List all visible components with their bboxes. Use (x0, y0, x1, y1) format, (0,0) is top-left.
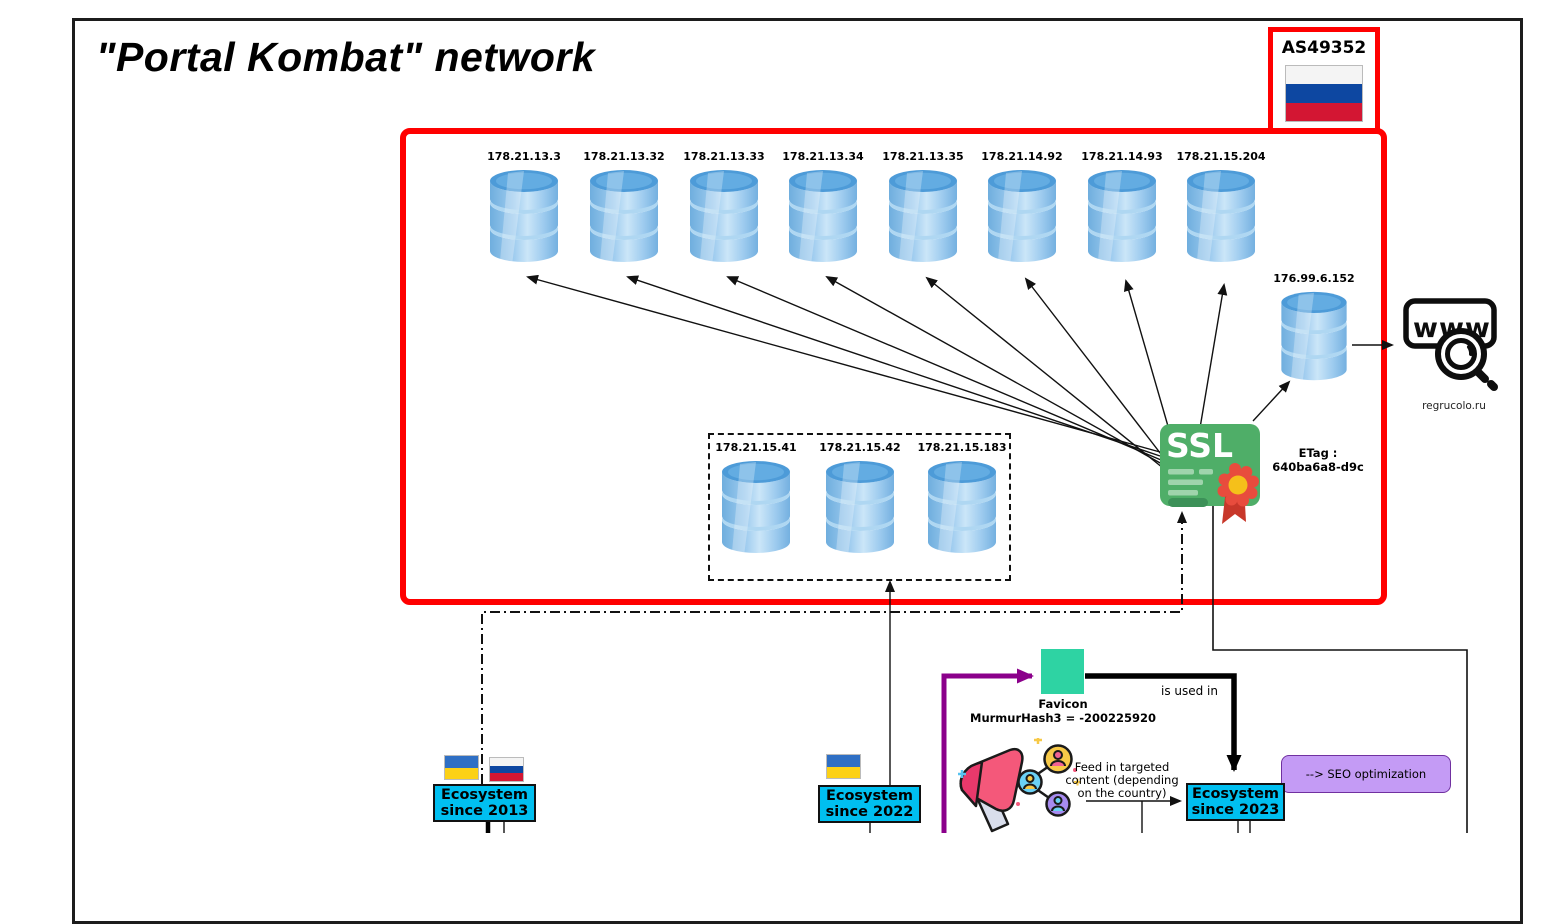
ssl-certificate-icon: SSL (1158, 422, 1270, 536)
favicon-annotation: Favicon MurmurHash3 = -200225920 (943, 697, 1183, 725)
database-icon (718, 458, 794, 558)
database-icon (822, 458, 898, 558)
database-icon (1084, 167, 1160, 267)
ip-label: 178.21.13.35 (882, 150, 964, 163)
favicon-icon (1041, 649, 1084, 694)
ecosystem-label: Ecosystem (440, 787, 529, 803)
database-icon (586, 167, 662, 267)
database-node: 178.21.15.42 (810, 441, 910, 558)
seo-optimization-box: --> SEO optimization (1281, 755, 1451, 793)
ecosystem-2023-box: Ecosystem since 2023 (1186, 783, 1285, 821)
favicon-name: Favicon (1038, 697, 1088, 711)
database-node: 178.21.14.93 (1072, 150, 1172, 267)
etag-value: 640ba6a8-d9c (1272, 460, 1364, 474)
ecosystem-label: Ecosystem (1191, 786, 1280, 802)
database-icon (1277, 289, 1351, 385)
database-node: 178.21.13.32 (574, 150, 674, 267)
ip-label: 178.21.14.93 (1081, 150, 1163, 163)
ip-label: 178.21.13.34 (782, 150, 864, 163)
database-icon (686, 167, 762, 267)
ssl-text: SSL (1166, 426, 1233, 465)
database-node: 178.21.14.92 (972, 150, 1072, 267)
ip-label: 178.21.14.92 (981, 150, 1063, 163)
ip-label: 178.21.13.3 (487, 150, 561, 163)
feed-line: on the country) (1077, 786, 1167, 800)
feed-line: Feed in targeted (1074, 760, 1170, 774)
database-node-gateway: 176.99.6.152 (1264, 272, 1364, 385)
database-icon (984, 167, 1060, 267)
database-node: 178.21.15.183 (912, 441, 1012, 558)
database-icon (885, 167, 961, 267)
edge-label-is-used-in: is used in (1160, 684, 1218, 698)
etag-annotation: ETag : 640ba6a8-d9c (1260, 446, 1376, 474)
ip-label: 178.21.15.42 (819, 441, 901, 454)
ecosystem-label: since 2023 (1191, 802, 1280, 818)
seo-label: --> SEO optimization (1305, 767, 1427, 781)
ip-label: 178.21.13.33 (683, 150, 765, 163)
ecosystem-label: Ecosystem (825, 788, 914, 804)
russia-flag-icon (489, 757, 524, 782)
database-node: 178.21.13.34 (773, 150, 873, 267)
ecosystem-label: since 2013 (440, 803, 529, 819)
edge-label-feed-content: Feed in targeted content (depending on t… (1058, 761, 1186, 800)
database-node: 178.21.15.204 (1171, 150, 1271, 267)
ip-label: 178.21.15.204 (1176, 150, 1266, 163)
database-icon (785, 167, 861, 267)
diagram-title: "Portal Kombat" network (96, 34, 596, 80)
ecosystem-2022-box: Ecosystem since 2022 (818, 785, 921, 823)
as-number-box: AS49352 (1268, 27, 1380, 133)
ecosystem-label: since 2022 (825, 804, 914, 820)
ukraine-flag-icon (444, 755, 479, 780)
russia-flag-icon (1285, 65, 1363, 122)
database-icon (924, 458, 1000, 558)
ip-label: 178.21.15.183 (917, 441, 1007, 454)
database-node: 178.21.13.33 (674, 150, 774, 267)
database-node: 178.21.15.41 (706, 441, 806, 558)
ip-label: 176.99.6.152 (1273, 272, 1355, 285)
as-number-label: AS49352 (1281, 38, 1367, 58)
feed-line: content (depending (1065, 773, 1179, 787)
database-node: 178.21.13.35 (873, 150, 973, 267)
ip-label: 178.21.13.32 (583, 150, 665, 163)
database-icon (1183, 167, 1259, 267)
etag-label: ETag : (1298, 446, 1338, 460)
ukraine-flag-icon (826, 754, 861, 779)
website-node: www regrucolo.ru (1398, 292, 1510, 412)
ip-label: 178.21.15.41 (715, 441, 797, 454)
database-icon (486, 167, 562, 267)
database-node: 178.21.13.3 (474, 150, 574, 267)
favicon-hash: MurmurHash3 = -200225920 (970, 711, 1156, 725)
website-domain-label: regrucolo.ru (1422, 400, 1486, 412)
ecosystem-2013-box: Ecosystem since 2013 (433, 784, 536, 822)
www-search-icon: www (1403, 298, 1498, 391)
